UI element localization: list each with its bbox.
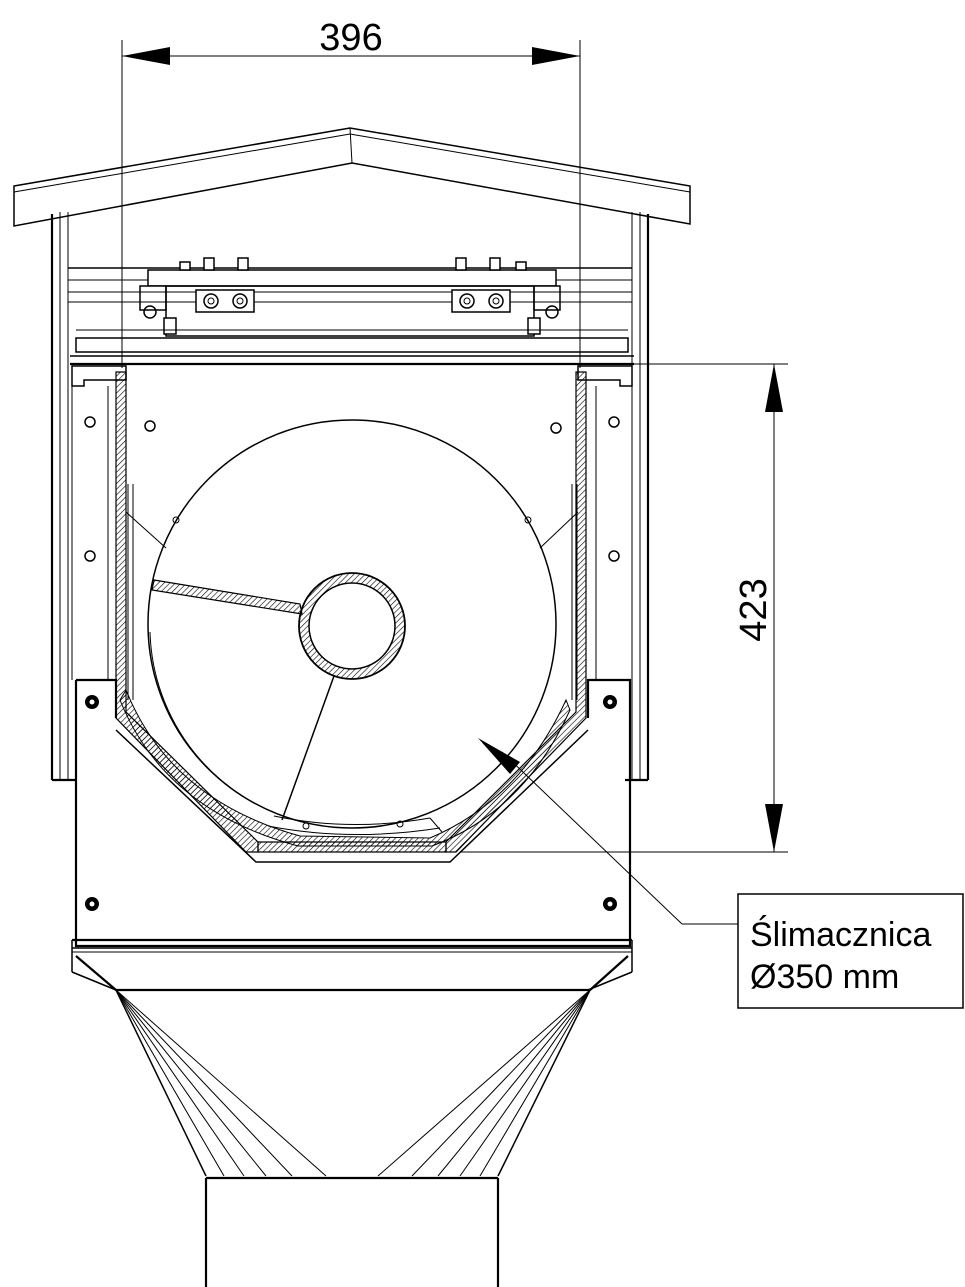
auger <box>119 419 579 847</box>
arrowhead-down-icon <box>765 804 783 852</box>
hole-icon <box>84 550 96 562</box>
auger-callout: Ślimacznica Ø350 mm <box>478 738 964 1009</box>
side-plates <box>71 386 633 680</box>
hole-icon <box>144 420 156 432</box>
callout-arrowhead-icon <box>478 738 520 774</box>
width-dimension: 396 <box>121 17 581 368</box>
arrowhead-up-icon <box>765 364 783 412</box>
hole-icon <box>550 422 562 434</box>
height-dimension: 423 <box>460 363 788 853</box>
arrowhead-right-icon <box>532 47 580 65</box>
callout-line-1: Ślimacznica <box>750 915 931 954</box>
housing-walls <box>50 212 650 782</box>
hole-icon <box>608 550 620 562</box>
callout-line-2: Ø350 mm <box>750 958 899 996</box>
arrowhead-left-icon <box>122 47 170 65</box>
hole-icon <box>84 416 96 428</box>
lower-box <box>71 678 633 991</box>
funnel <box>75 955 629 1287</box>
top-frame <box>68 257 634 366</box>
width-dimension-label: 396 <box>319 17 382 59</box>
height-dimension-label: 423 <box>733 578 775 641</box>
roof <box>13 127 691 227</box>
hole-icon <box>608 416 620 428</box>
